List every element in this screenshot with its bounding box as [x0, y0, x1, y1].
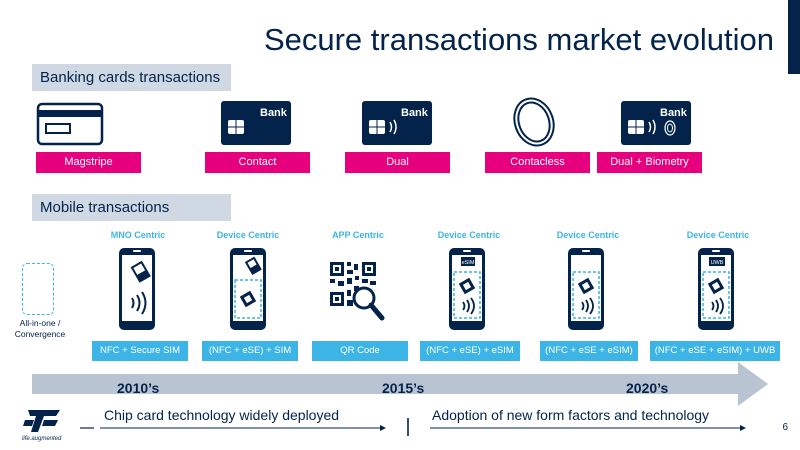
page-title: Secure transactions market evolution	[263, 22, 774, 57]
year-2015s: 2015’s	[382, 380, 425, 396]
esim-chip-text: eSIM	[462, 260, 475, 266]
logo-tagline: life.augmented	[22, 436, 62, 442]
convergence-phone-icon	[22, 263, 54, 315]
nfc-ese-esim-label: (NFC + eSE) + eSIM	[420, 341, 520, 361]
centric-label-2: Device Centric	[216, 230, 280, 240]
centric-label-5: Device Centric	[556, 230, 620, 240]
wristband-icon	[513, 97, 555, 147]
phone-ese-esim-icon: eSIM	[449, 248, 485, 330]
qr-code-magnifier-icon	[330, 262, 385, 321]
nfc-ese-sim-label: (NFC + eSE) + SIM	[202, 341, 298, 361]
nfc-ese-esim-integrated-label: (NFC + eSE + eSIM)	[540, 341, 638, 361]
dual-label: Dual	[345, 152, 450, 173]
phone-integrated-icon	[568, 248, 604, 330]
qr-code-label: QR Code	[312, 341, 408, 361]
contact-bank-card-icon: Bank	[221, 101, 291, 145]
chip-card-caption: Chip card technology widely deployed	[104, 407, 340, 423]
centric-label-4: Device Centric	[437, 230, 501, 240]
phone-uwb-icon: UWB	[698, 248, 734, 330]
title-accent-bar	[788, 0, 800, 74]
bank-text: Bank	[660, 107, 688, 119]
centric-label-6: Device Centric	[686, 230, 750, 240]
uwb-chip-text: UWB	[711, 260, 724, 266]
year-2020s: 2020’s	[626, 380, 669, 396]
phone-sim-nfc-icon	[119, 248, 155, 330]
bank-text: Bank	[401, 107, 429, 119]
dual-biometry-label: Dual + Biometry	[597, 152, 702, 173]
caption-arrows	[80, 418, 746, 436]
new-form-factors-caption: Adoption of new form factors and technol…	[432, 407, 710, 423]
centric-label-3: APP Centric	[332, 230, 384, 240]
nfc-secure-sim-label: NFC + Secure SIM	[92, 341, 188, 361]
biometric-bank-card-icon: Bank	[621, 101, 691, 145]
mobile-section-header: Mobile transactions	[32, 194, 231, 221]
page-number: 6	[782, 422, 788, 433]
timeline-arrow	[32, 362, 768, 406]
magstripe-label: Magstripe	[36, 152, 141, 173]
nfc-ese-esim-uwb-label: (NFC + eSE + eSIM) + UWB	[650, 341, 780, 361]
magstripe-card-icon	[36, 102, 104, 146]
all-in-one-label: All-in-one / Convergence	[14, 318, 66, 339]
bank-text: Bank	[260, 107, 288, 119]
contact-label: Contact	[205, 152, 310, 173]
year-2010s: 2010’s	[117, 380, 160, 396]
dual-bank-card-icon: Bank	[362, 101, 432, 145]
phone-ese-sim-icon	[230, 248, 266, 330]
centric-label-1: MNO Centric	[110, 230, 166, 240]
contactless-label: Contacless	[485, 152, 590, 173]
st-logo-icon	[23, 410, 60, 432]
banking-section-header: Banking cards transactions	[32, 64, 231, 91]
